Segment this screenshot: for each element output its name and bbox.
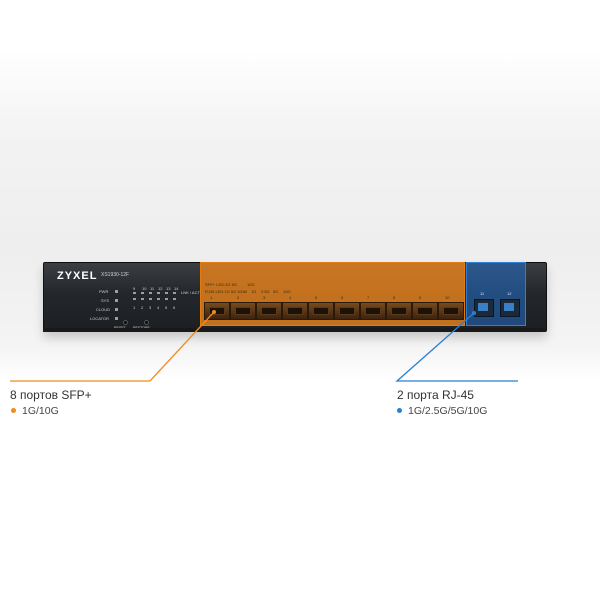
cloud-led-icon [115, 308, 118, 311]
led-label-locator: LOCATOR [90, 316, 109, 321]
sfp-port-icon [256, 302, 282, 320]
restore-pinhole[interactable] [144, 320, 149, 325]
lower-port-number: 2 [141, 305, 144, 310]
rj45-callout-speed-item: 1G/2.5G/5G/10G [397, 405, 487, 417]
sfp-port-number: 7 [367, 295, 370, 300]
rj45-ports-highlight: 11 12 [466, 262, 526, 326]
rj45-callout-title: 2 порта RJ-45 [397, 388, 474, 402]
port-led-icon [133, 298, 136, 300]
status-port-number: 12 [158, 286, 163, 291]
port-led-icon [157, 292, 160, 294]
port-led-icon [149, 298, 152, 300]
rj45-port-number: 11 [480, 291, 485, 296]
link-act-label: LNK / ACT [181, 290, 200, 295]
sfp-legend-text: SFP+ LED:1G 5G [205, 282, 237, 287]
status-port-number: 11 [150, 286, 155, 291]
sfp-legend-text: 10G [247, 282, 255, 287]
lower-port-number: 1 [133, 305, 136, 310]
sfp-ports-highlight: SFP+ LED:1G 5G 10G RJ45 LED:1G 5G 100M 1… [200, 262, 465, 326]
sfp-port-icon [386, 302, 412, 320]
sfp-legend-text: 1G [251, 289, 257, 294]
port-led-icon [133, 292, 136, 294]
sfp-port-icon [334, 302, 360, 320]
led-label-cloud: CLOUD [96, 307, 111, 312]
sfp-legend-text: 5G [273, 289, 279, 294]
sfp-legend-text: 2.5G [261, 289, 270, 294]
port-led-icon [173, 292, 176, 294]
port-led-icon [165, 298, 168, 300]
sfp-port-number: 10 [445, 295, 450, 300]
port-led-icon [157, 298, 160, 300]
rj45-callout-speed: 1G/2.5G/5G/10G [408, 405, 488, 417]
status-port-number: 10 [142, 286, 147, 291]
sfp-callout-speed: 1G/10G [22, 405, 59, 417]
sfp-legend-text: RJ45 LED:1G 5G [205, 289, 237, 294]
rj45-port-icon [474, 299, 494, 317]
blue-bullet-icon [397, 407, 402, 413]
pwr-led-icon [115, 290, 118, 293]
sfp-port-icon [438, 302, 464, 320]
sfp-port-number: 9 [419, 295, 422, 300]
device-base [43, 328, 545, 332]
sfp-port-number: 4 [289, 295, 292, 300]
sfp-port-icon [360, 302, 386, 320]
led-label-pwr: PWR [99, 289, 109, 294]
sfp-port-icon [204, 302, 230, 320]
sfp-port-icon [282, 302, 308, 320]
led-label-sys: SYS [101, 298, 110, 303]
sfp-port-icon [412, 302, 438, 320]
status-port-number: 9 [133, 286, 136, 291]
lower-port-number: 6 [173, 305, 176, 310]
orange-bullet-icon [11, 407, 16, 413]
sfp-port-number: 8 [393, 295, 396, 300]
status-port-number: 14 [174, 286, 179, 291]
port-led-icon [149, 292, 152, 294]
port-led-icon [165, 292, 168, 294]
port-led-icon [141, 292, 144, 294]
sfp-port-icon [230, 302, 256, 320]
sfp-legend-text: 100M [237, 289, 248, 294]
lower-port-number: 3 [149, 305, 152, 310]
lower-port-number: 5 [165, 305, 168, 310]
status-panel: ZYXEL XS1930-12F PWR SYS CLOUD LOCATOR 9… [49, 267, 201, 330]
sfp-callout-speed-item: 1G/10G [11, 405, 59, 417]
sfp-port-number: 5 [315, 295, 318, 300]
sfp-legend-text: 10G [283, 289, 291, 294]
model-label: XS1930-12F [101, 272, 130, 278]
sfp-port-number: 2 [237, 295, 240, 300]
sfp-port-number: 1 [210, 295, 213, 300]
port-led-icon [141, 298, 144, 300]
lower-port-number: 4 [157, 305, 160, 310]
sfp-port-icon [308, 302, 334, 320]
status-port-number: 13 [166, 286, 171, 291]
locator-led-icon [115, 317, 118, 320]
rj45-port-number: 12 [507, 291, 512, 296]
brand-logo: ZYXEL [57, 270, 98, 282]
rj45-port-icon [500, 299, 520, 317]
reset-pinhole[interactable] [123, 320, 128, 325]
port-led-icon [173, 298, 176, 300]
sfp-port-number: 3 [263, 295, 266, 300]
sys-led-icon [115, 299, 118, 302]
sfp-callout-title: 8 портов SFP+ [10, 388, 92, 402]
sfp-port-number: 6 [341, 295, 344, 300]
